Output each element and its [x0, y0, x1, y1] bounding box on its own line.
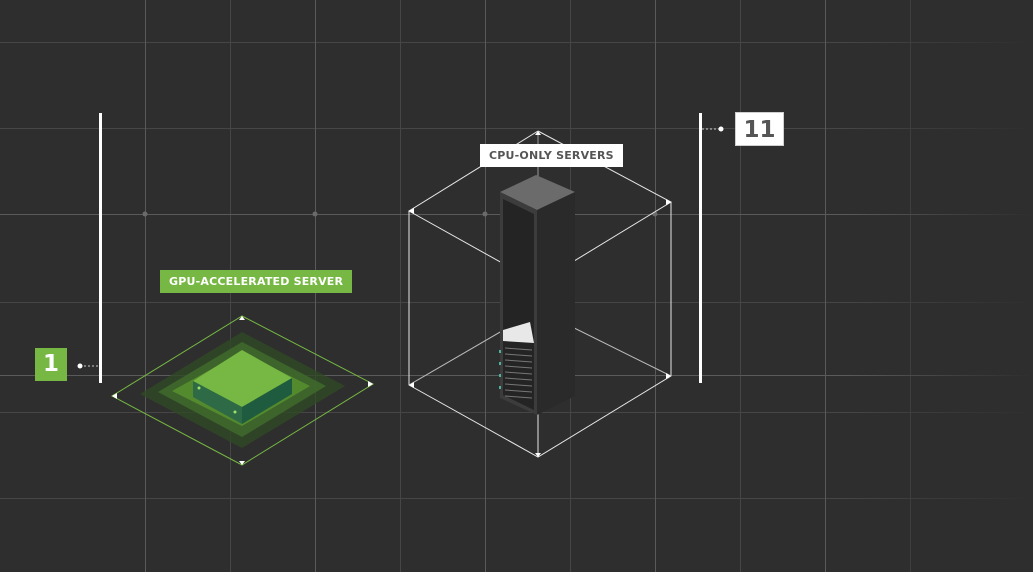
cpu-scale-bar: [699, 113, 724, 383]
gpu-server-right-face: [242, 378, 292, 424]
rack-top: [500, 175, 575, 210]
cpu-server-rack: [499, 175, 575, 415]
arrow-tip: [112, 393, 117, 399]
arrow-tip: [368, 381, 373, 387]
rack-server-slots: [504, 347, 533, 399]
gpu-server-left-face: [193, 381, 242, 424]
rack-status-lights: [499, 350, 501, 389]
cpu-servers-label: CPU-ONLY SERVERS: [480, 144, 623, 167]
gpu-status-light: [197, 386, 201, 390]
arrow-tip: [239, 316, 245, 320]
gpu-status-light: [233, 410, 237, 414]
gpu-server-label: GPU-ACCELERATED SERVER: [160, 270, 353, 293]
rack-server-unit: [503, 322, 534, 343]
scale-connector-dot: [718, 126, 724, 132]
arrow-tip: [239, 461, 245, 465]
scale-bar: [699, 113, 702, 383]
gpu-server-top: [193, 350, 292, 407]
gpu-scale-bar: [77, 113, 102, 383]
cpu-cube-arrows: [409, 131, 671, 457]
cpu-server-count: 11: [735, 112, 784, 146]
gpu-server-count: 1: [35, 348, 67, 381]
scale-connector-dot: [77, 363, 83, 369]
rack-front-inset: [503, 199, 534, 410]
gpu-server-illustration: [110, 315, 375, 466]
rack-side: [537, 192, 575, 415]
scale-bar: [99, 113, 102, 383]
